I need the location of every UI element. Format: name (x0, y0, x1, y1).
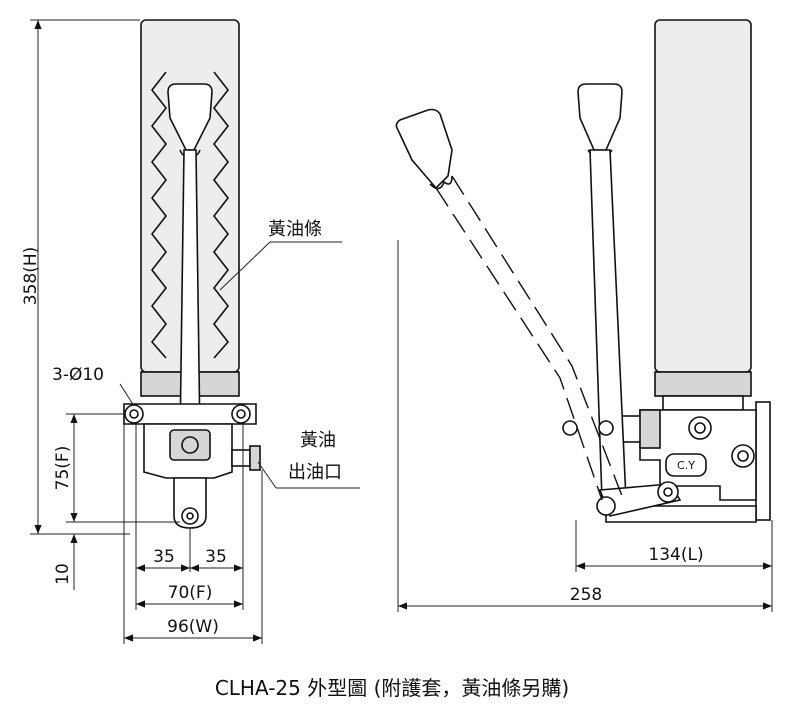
side-bolt-top-inner (694, 422, 706, 434)
dim-width-label: 96(W) (167, 617, 219, 637)
front-outlet-nut (249, 445, 261, 471)
dim-hole-spacing-label: 70(F) (168, 583, 213, 603)
side-handle-swung-line-a (435, 187, 603, 501)
dim-half-right-label: 35 (205, 547, 227, 567)
side-handle-grip (577, 83, 623, 151)
front-handle-shaft (179, 149, 201, 441)
side-dimensions (397, 240, 773, 612)
side-outlet-nut (639, 409, 661, 449)
side-collar-lower (662, 395, 744, 411)
front-lower-pin (181, 507, 199, 525)
front-handle-grip (167, 83, 213, 151)
side-tank-cylinder (654, 19, 752, 373)
side-flange-right (755, 401, 771, 521)
side-bolt-right-inner (737, 450, 749, 462)
side-handle-swung-line-b (451, 175, 623, 497)
side-pivot-link-end (657, 481, 679, 503)
dim-height-label: 358(H) (21, 247, 41, 306)
front-bellows-right (212, 71, 230, 359)
dim-half-left-label: 35 (153, 547, 175, 567)
side-pin-open (562, 420, 578, 436)
label-grease-stick: 黃油條 (268, 219, 322, 240)
side-handle-swung-spring (429, 175, 453, 190)
front-view (119, 19, 360, 529)
dim-bottom-offset-label: 10 (53, 563, 73, 585)
figure-caption: CLHA-25 外型圖 (附護套，黃油條另購) (215, 676, 569, 700)
label-mount-holes: 3-Ø10 (52, 365, 104, 385)
front-dimensions (30, 19, 263, 644)
side-handle-shaft (589, 149, 627, 501)
text-layer: 358(H) 75(F) 10 35 35 70(F) 96(W) 134(L)… (21, 219, 704, 700)
side-bolt-right (731, 444, 755, 468)
side-base-plate (605, 505, 757, 523)
label-outlet-line1: 黃油 (300, 430, 336, 451)
side-brand-badge (665, 453, 707, 477)
side-view (395, 19, 771, 523)
mount-hole-left (124, 404, 144, 424)
side-handle-swung-grip (395, 108, 453, 190)
leader-mount-holes (119, 383, 135, 407)
mount-hole-left-inner (129, 409, 139, 419)
label-outlet-line2: 出油口 (288, 462, 342, 483)
side-pin-handle (598, 420, 614, 436)
side-pivot-lower (596, 496, 616, 516)
label-brand-mark: C.Y (677, 459, 695, 472)
side-bolt-top (688, 416, 712, 440)
side-collar (654, 371, 752, 397)
leader-outlet (257, 461, 277, 489)
leader-grease-stick (219, 241, 271, 291)
front-lower-pin-inner (186, 512, 194, 520)
front-bellows-left (150, 71, 168, 359)
front-flange (123, 403, 257, 425)
side-pivot-link-end-inner (663, 487, 673, 497)
front-pump-detail (169, 429, 211, 461)
mount-hole-right (231, 404, 251, 424)
front-outlet-fitting (231, 449, 251, 467)
dim-total-length-label: 258 (570, 585, 602, 605)
front-pump-bolt (181, 436, 199, 454)
mount-hole-right-inner (236, 409, 246, 419)
dim-base-height-label: 75(F) (53, 446, 73, 491)
dim-side-length-label: 134(L) (648, 545, 703, 565)
